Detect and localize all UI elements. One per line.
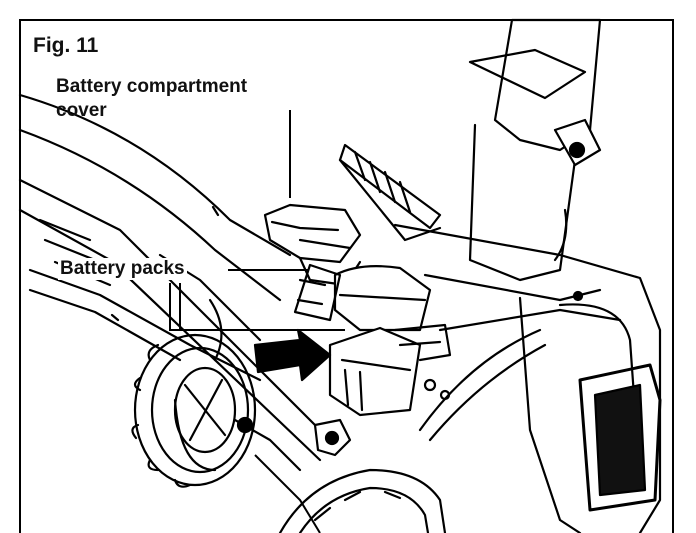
battery-pack-upper: [293, 263, 432, 332]
discharge-chute: [468, 18, 602, 282]
front-wheel: [278, 468, 447, 533]
callout-battery-compartment-cover-line2: cover: [56, 100, 107, 121]
insert-arrow: [253, 328, 332, 382]
left-wheel: [131, 333, 257, 488]
packs-leader-line-lower: [169, 283, 345, 331]
frame-knob: [233, 416, 352, 472]
battery-pack-lower: [328, 323, 452, 417]
callout-battery-packs: Battery packs: [58, 258, 187, 280]
leader-lines: [169, 110, 345, 533]
wheel-leader-line: [254, 454, 321, 533]
main-housing: [393, 223, 662, 533]
callout-battery-compartment-cover-line1: Battery compartment: [56, 76, 248, 97]
figure-label: Fig. 11: [33, 34, 99, 57]
